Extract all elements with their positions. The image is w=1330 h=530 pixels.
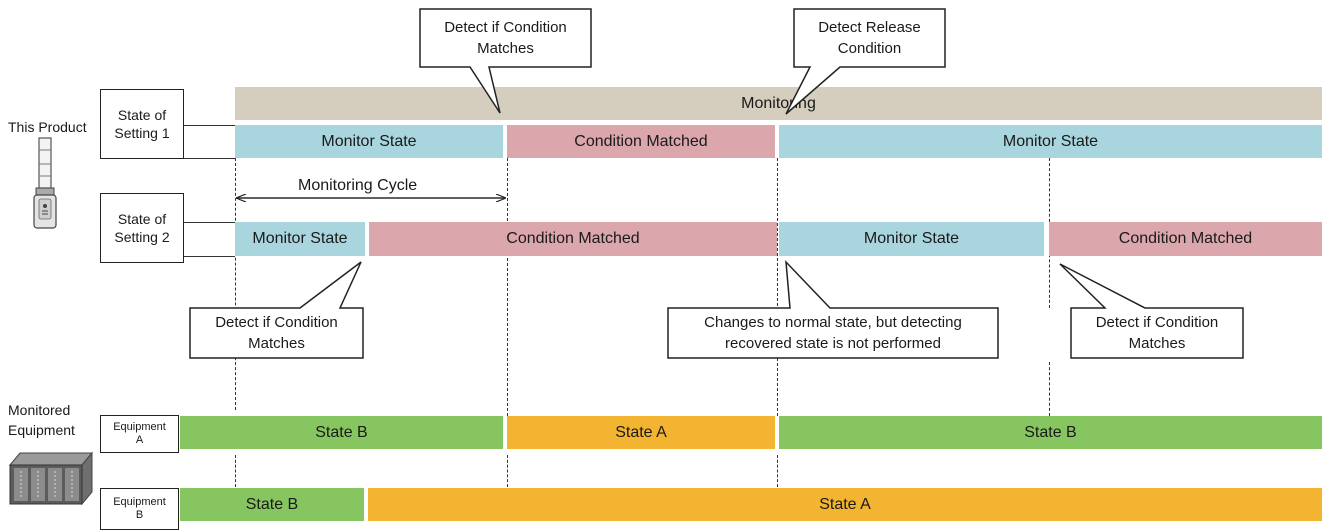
connector-line [180, 158, 235, 159]
guide-line [235, 158, 236, 410]
setting1-monitor-state-bar: Monitor State [779, 125, 1322, 158]
guide-line [507, 158, 508, 416]
monitoring-cycle-label: Monitoring Cycle [298, 177, 418, 194]
guide-line [777, 158, 778, 416]
callout-release-top-text: Detect Release Condition [818, 19, 921, 57]
equipment-b-state-a-bar: State A [368, 488, 1322, 521]
setting2-condition-matched-bar: Condition Matched [1049, 222, 1322, 256]
setting1-monitor-state-bar: Monitor State [235, 125, 503, 158]
setting2-monitor-state-bar: Monitor State [235, 222, 365, 256]
equipment-a-state-b-bar: State B [779, 416, 1322, 449]
server-rack-icon [8, 451, 94, 506]
connector-line [180, 125, 235, 126]
guide-line [1049, 362, 1050, 416]
setting1-label: State of Setting 1 [100, 89, 184, 159]
callout-detect-bottom-right-text: Detect if Condition Matches [1095, 314, 1219, 352]
guide-line [507, 455, 508, 487]
callout-detect-top-text: Detect if Condition Matches [444, 19, 567, 57]
monitoring-bar: Monitoring [235, 87, 1322, 120]
setting2-label: State of Setting 2 [100, 193, 184, 263]
callout-changes-normal-text: Changes to normal state, but detecting r… [704, 314, 962, 352]
equipment-a-label: Equipment A [100, 415, 179, 453]
guide-line [235, 455, 236, 487]
setting2-monitor-state-bar: Monitor State [779, 222, 1044, 256]
connector-line [180, 222, 235, 223]
signal-tower-icon [33, 137, 57, 229]
callout-detect-bottom-left-text: Detect if Condition Matches [215, 314, 338, 352]
equipment-b-label: Equipment B [100, 488, 179, 530]
monitored-equipment-label: Monitored Equipment [8, 402, 75, 438]
guide-line [777, 455, 778, 487]
connector-line [180, 256, 235, 257]
equipment-b-state-b-bar: State B [180, 488, 364, 521]
equipment-a-state-b-bar: State B [180, 416, 503, 449]
setting2-condition-matched-bar: Condition Matched [369, 222, 777, 256]
equipment-a-state-a-bar: State A [507, 416, 775, 449]
this-product-label: This Product [8, 119, 87, 135]
setting1-condition-matched-bar: Condition Matched [507, 125, 775, 158]
